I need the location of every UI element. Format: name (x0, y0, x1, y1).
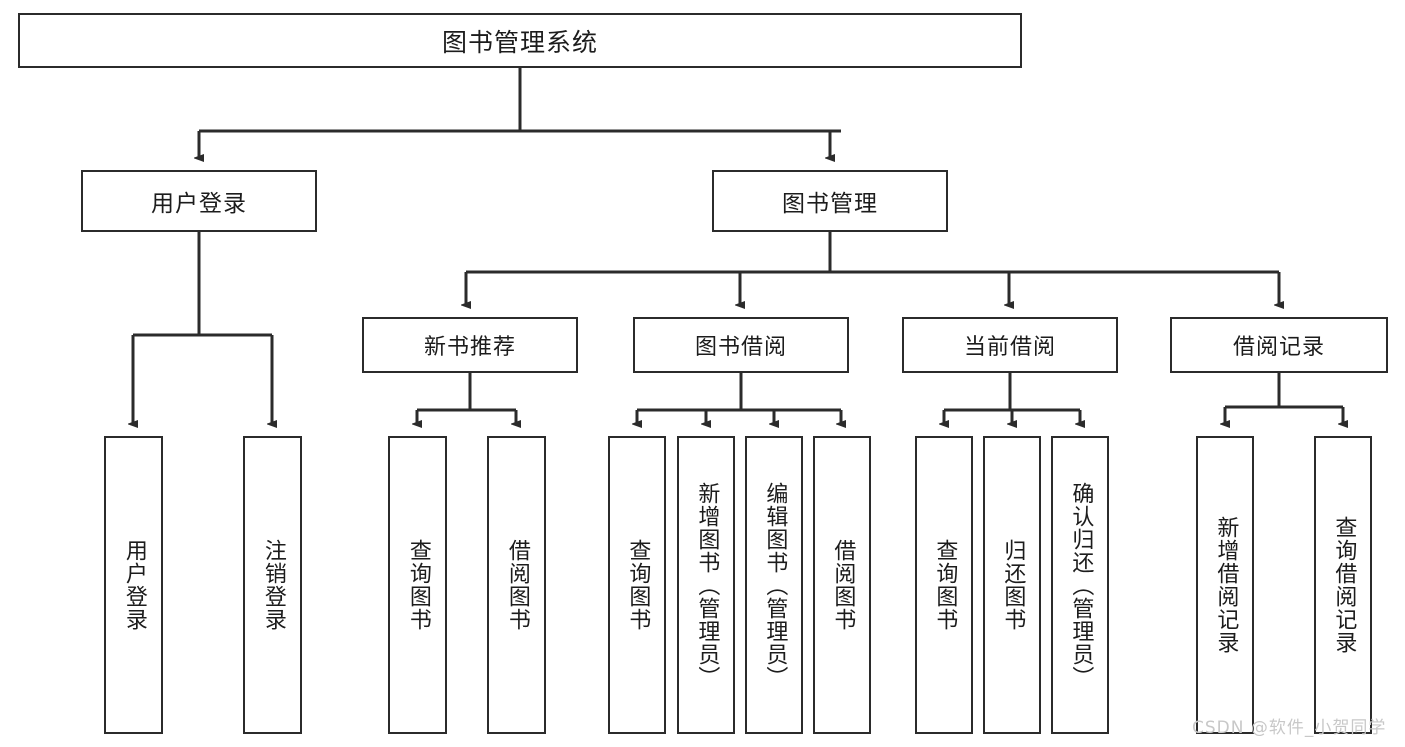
node-root[interactable]: 图书管理系统 (18, 13, 1022, 68)
leaf-borrow-book-newbooks-label: 借阅图书 (504, 539, 530, 631)
leaf-query-book-current-label: 查询图书 (932, 539, 958, 631)
leaf-confirm-return-admin[interactable]: 确认归还（管理员） (1051, 436, 1109, 734)
node-user-login-label: 用户登录 (151, 191, 247, 217)
node-root-label: 图书管理系统 (441, 27, 598, 57)
leaf-logout[interactable]: 注销登录 (243, 436, 302, 734)
leaf-return-book[interactable]: 归还图书 (983, 436, 1041, 734)
leaf-query-book-borrow[interactable]: 查询图书 (608, 436, 666, 734)
leaf-borrow-book-newbooks[interactable]: 借阅图书 (487, 436, 546, 734)
node-book-management-label: 图书管理 (782, 191, 878, 217)
node-user-login[interactable]: 用户登录 (81, 170, 317, 232)
leaf-user-login-label: 用户登录 (121, 539, 147, 631)
leaf-user-login[interactable]: 用户登录 (104, 436, 163, 734)
leaf-query-book-borrow-label: 查询图书 (625, 539, 651, 631)
leaf-add-borrow-record[interactable]: 新增借阅记录 (1196, 436, 1254, 734)
leaf-confirm-return-admin-label: 确认归还（管理员） (1068, 481, 1094, 689)
leaf-query-book-newbooks[interactable]: 查询图书 (388, 436, 447, 734)
leaf-logout-label: 注销登录 (260, 539, 286, 631)
node-book-borrow[interactable]: 图书借阅 (633, 317, 849, 373)
node-current-borrow-label: 当前借阅 (963, 335, 1056, 360)
leaf-add-book-admin-label: 新增图书（管理员） (694, 481, 720, 689)
leaf-add-book-admin[interactable]: 新增图书（管理员） (677, 436, 735, 734)
node-book-management[interactable]: 图书管理 (712, 170, 948, 232)
node-current-borrow[interactable]: 当前借阅 (902, 317, 1118, 373)
node-new-book-recommend-label: 新书推荐 (423, 335, 516, 360)
leaf-edit-book-admin-label: 编辑图书（管理员） (762, 481, 788, 689)
node-new-book-recommend[interactable]: 新书推荐 (362, 317, 578, 373)
node-book-borrow-label: 图书借阅 (694, 335, 787, 360)
leaf-edit-book-admin[interactable]: 编辑图书（管理员） (745, 436, 803, 734)
node-borrow-records-label: 借阅记录 (1232, 335, 1325, 360)
leaf-borrow-book[interactable]: 借阅图书 (813, 436, 871, 734)
leaf-query-borrow-record-label: 查询借阅记录 (1331, 516, 1357, 654)
leaf-query-borrow-record[interactable]: 查询借阅记录 (1314, 436, 1372, 734)
csdn-watermark: CSDN @软件_小贺同学 (1192, 718, 1387, 738)
leaf-borrow-book-label: 借阅图书 (830, 539, 856, 631)
leaf-query-book-newbooks-label: 查询图书 (405, 539, 431, 631)
leaf-query-book-current[interactable]: 查询图书 (915, 436, 973, 734)
leaf-add-borrow-record-label: 新增借阅记录 (1213, 516, 1239, 654)
leaf-return-book-label: 归还图书 (1000, 539, 1026, 631)
node-borrow-records[interactable]: 借阅记录 (1170, 317, 1388, 373)
